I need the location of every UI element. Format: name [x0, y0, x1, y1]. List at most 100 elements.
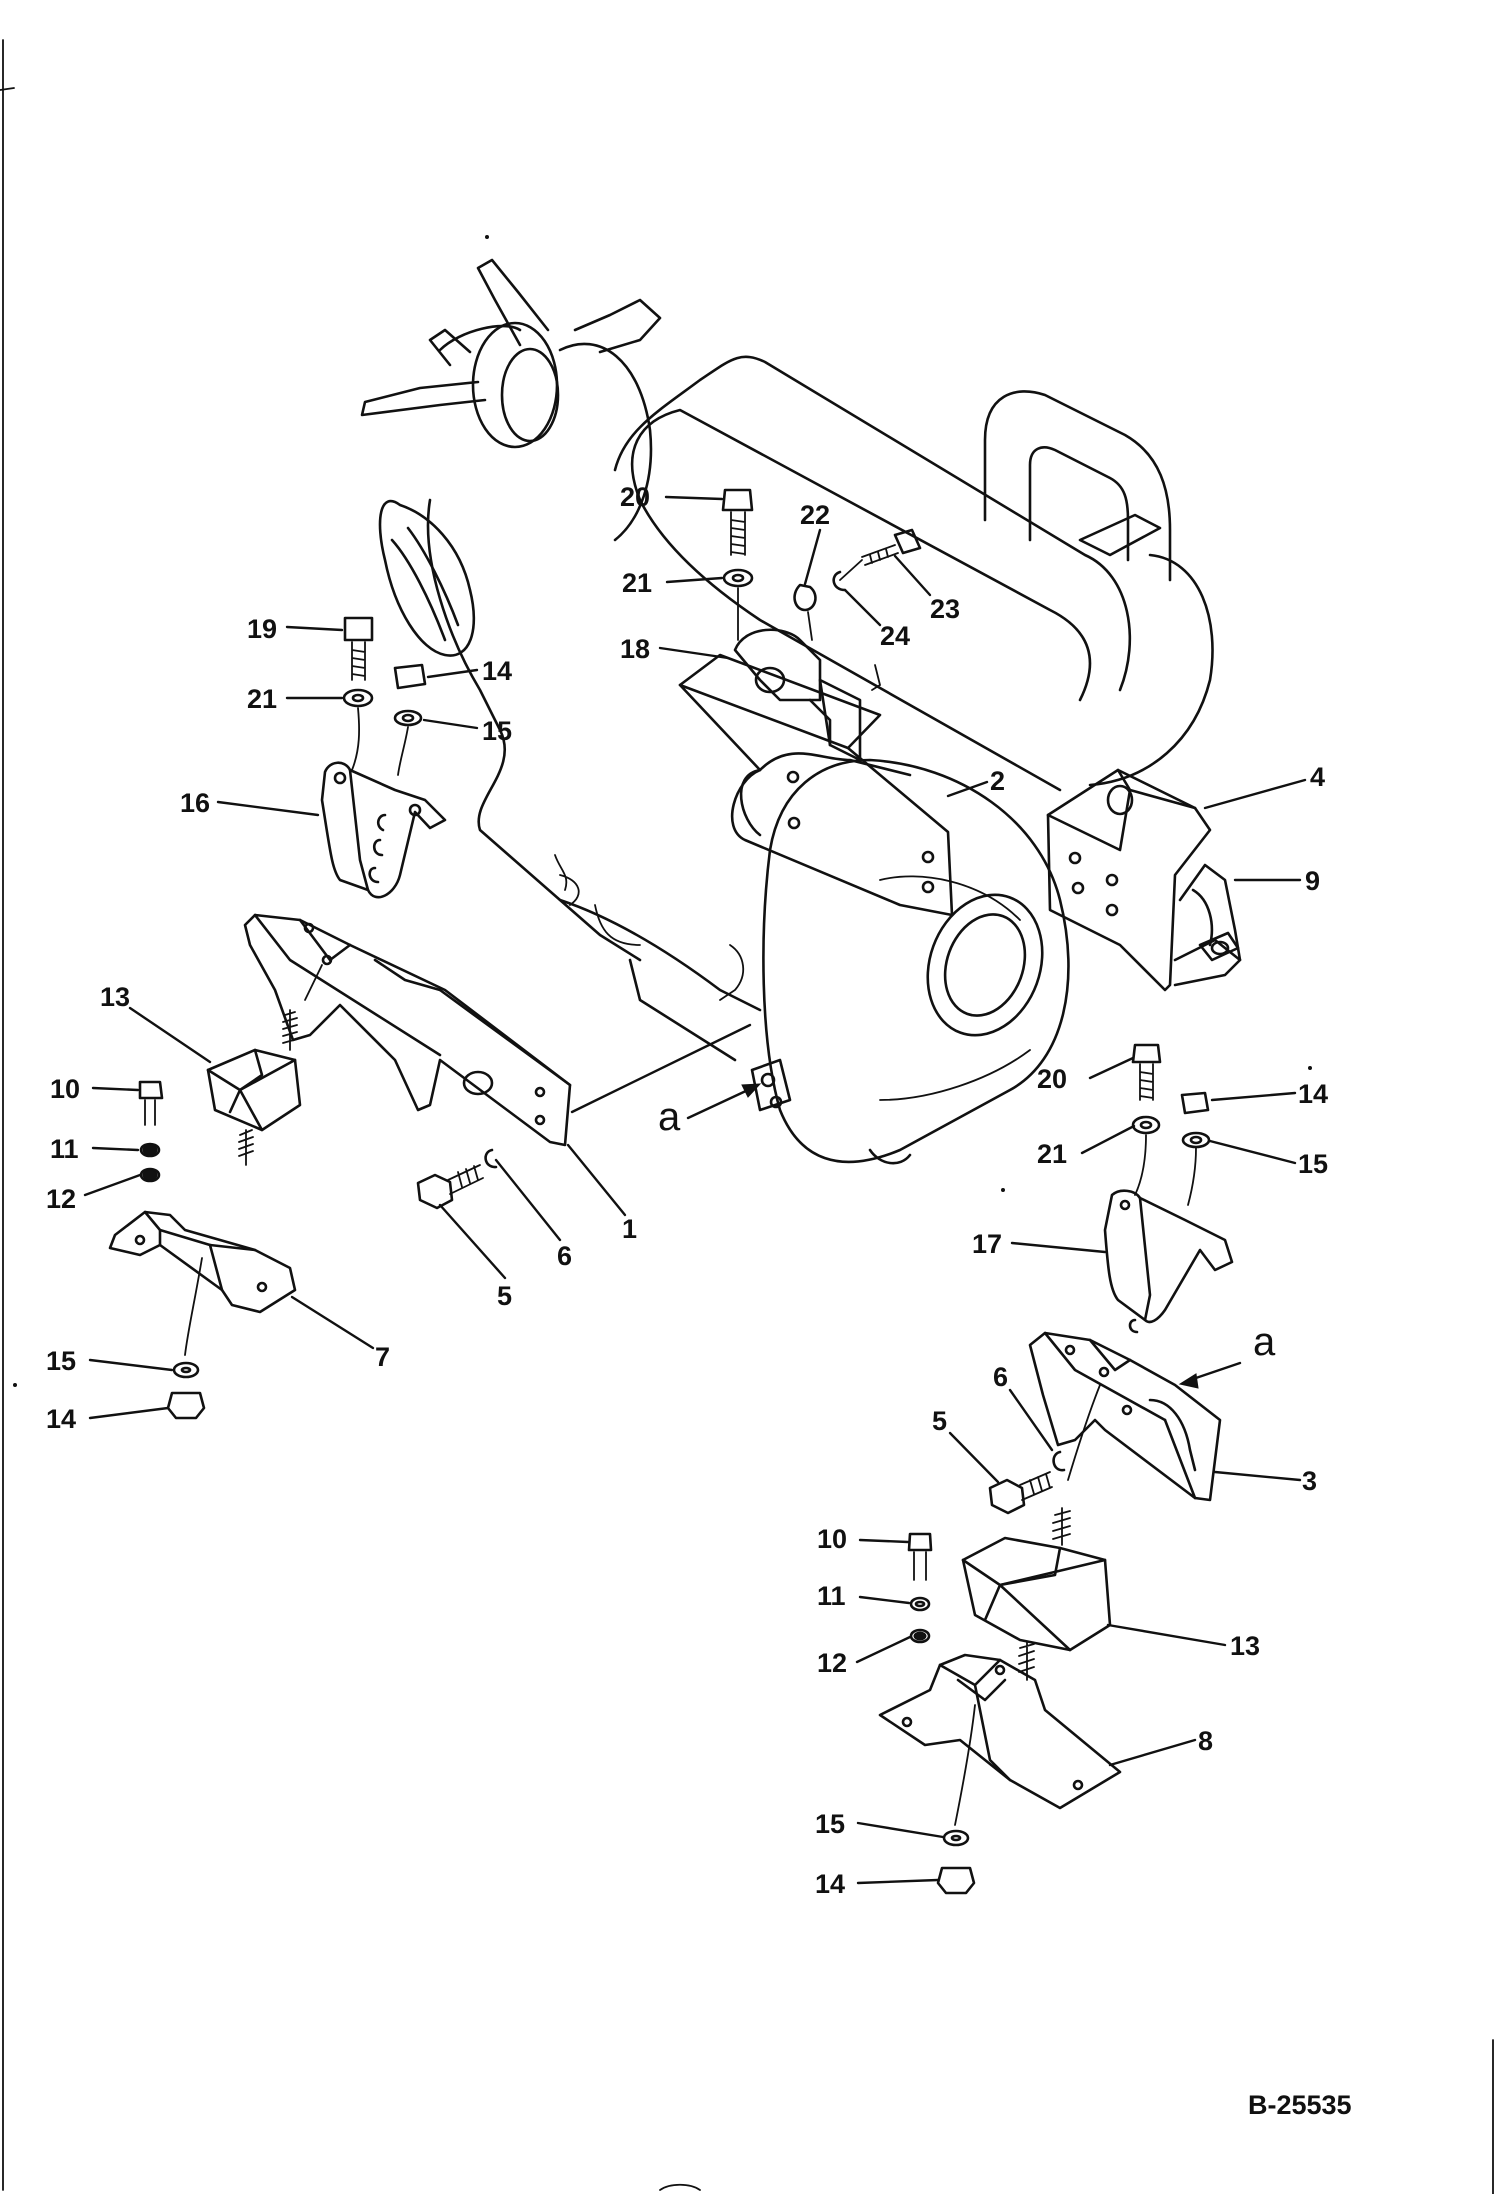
- leader-16: [216, 800, 320, 817]
- washer-12-left-fill: [142, 1169, 158, 1181]
- bracket-1: [243, 913, 572, 1147]
- leader-20a: [664, 495, 724, 501]
- bracket-2-hole-3: [921, 850, 935, 864]
- eye-bolt-22: [793, 583, 817, 612]
- frame-tick: [0, 87, 15, 91]
- clamp-18: [733, 628, 822, 702]
- leader-10a: [91, 1086, 140, 1092]
- nut-14-washer-15-left-bottom: [166, 1361, 206, 1420]
- callout-17: 17: [972, 1229, 1002, 1259]
- bracket-16: [320, 761, 447, 899]
- washer-21-upper-hole: [731, 573, 745, 583]
- rubber-mount-13-right-stud-top: [1052, 1507, 1071, 1546]
- callout-11a: 11: [50, 1134, 79, 1164]
- callout-10b: 10: [817, 1524, 847, 1554]
- bracket-2-hole-1: [786, 770, 800, 784]
- washer-21-right: [1131, 1115, 1161, 1135]
- callout-14a: 14: [482, 656, 512, 686]
- bracket-1-top-edge: [438, 988, 572, 1087]
- callout-5a: 5: [497, 1281, 512, 1311]
- callout-12b: 12: [817, 1648, 847, 1678]
- leader-14b: [1210, 1091, 1297, 1102]
- mount-9-rubber: [1191, 888, 1214, 947]
- bracket-7-sides: [158, 1228, 224, 1292]
- bolt-20-thread: [730, 511, 746, 556]
- bracket-16-edge: [348, 768, 370, 892]
- bracket-3-hole-2: [1098, 1366, 1110, 1378]
- leader-5b: [948, 1431, 1000, 1484]
- washer-11-left-fill: [142, 1144, 158, 1156]
- leader-13b: [1106, 1623, 1227, 1647]
- leader-lines: [83, 495, 1307, 1885]
- washer-24: [832, 570, 847, 592]
- hose-3: [719, 944, 744, 1001]
- bolt-19-thread: [351, 641, 366, 681]
- bracket-1-boss: [462, 1070, 494, 1096]
- callout-3: 3: [1302, 1466, 1317, 1496]
- rubber-mount-13-right-body: [961, 1536, 1112, 1652]
- engine-front-cover: [438, 324, 522, 352]
- nut-14-right-top: [1180, 1091, 1210, 1115]
- bracket-7-hole-1: [134, 1234, 146, 1246]
- bolts-22-23-24: [793, 528, 922, 691]
- callout-21b: 21: [247, 684, 277, 714]
- bracket-2-vertical-plate: [678, 683, 954, 917]
- bracket-4-and-mount-9: [1046, 768, 1242, 992]
- washer-21-right-hole: [1139, 1120, 1153, 1130]
- leader-7: [290, 1295, 375, 1350]
- engine-front-housing: [558, 342, 653, 542]
- nut-14-left-top: [393, 663, 427, 690]
- callout-9: 9: [1305, 866, 1320, 896]
- view-arrow-a1-line: [686, 1088, 750, 1120]
- bracket-4-hole-3: [1105, 873, 1119, 887]
- bracket-1-gusset-2: [373, 958, 442, 992]
- callout-22: 22: [800, 500, 830, 530]
- leader-2: [946, 780, 989, 798]
- callout-4: 4: [1310, 762, 1325, 792]
- bracket-16-hole-right: [408, 803, 422, 817]
- bolt-5-right-assembly: [988, 1450, 1066, 1515]
- bolt-19-assembly: [342, 616, 427, 776]
- nut-14-axis: [397, 726, 409, 776]
- page-number-partial: [659, 2183, 701, 2191]
- nut-14-right-bottom: [936, 1866, 976, 1895]
- bracket-17: [1103, 1189, 1234, 1334]
- bracket-1-hole-3: [534, 1086, 546, 1098]
- rubber-mount-13-right-center: [998, 1546, 1062, 1587]
- bracket-2-top-plate: [678, 653, 882, 750]
- mount-9-nut: [1210, 940, 1230, 956]
- bracket-1-fold: [253, 913, 442, 1057]
- valve-cover-lower: [638, 498, 1062, 792]
- bracket-1-hole-2: [321, 954, 333, 966]
- bracket-4-body: [1046, 768, 1212, 992]
- leader-24: [843, 588, 882, 627]
- washer-6-right: [1052, 1450, 1066, 1472]
- eye-bolt-22-shank: [807, 611, 813, 641]
- bolt-10-right-shank: [913, 1551, 927, 1581]
- bolt-20-right-head: [1131, 1043, 1162, 1064]
- bracket-17-edge: [1138, 1196, 1152, 1322]
- washer-15-left-bottom-hole: [180, 1366, 192, 1374]
- leader-19: [285, 625, 344, 632]
- leader-21a: [665, 576, 724, 584]
- bracket-17-hole: [1119, 1199, 1131, 1211]
- front-mount-ear-hole: [760, 1072, 776, 1088]
- bracket-7-body: [108, 1210, 297, 1314]
- bracket-1-axis: [304, 964, 323, 1001]
- rubber-mount-13-right-folds: [961, 1558, 1107, 1652]
- rubber-mount-13-right: [961, 1507, 1112, 1681]
- front-mount-ear-hole-2: [769, 1095, 783, 1109]
- leader-22: [803, 528, 822, 586]
- bolt-10-left-head: [138, 1080, 164, 1100]
- mount-9-body: [1173, 863, 1242, 987]
- bolt-19-head: [343, 616, 374, 642]
- bracket-1-hole-4: [534, 1114, 546, 1126]
- rubber-mount-13-left-stud-top: [282, 1009, 298, 1051]
- engine-left-side: [426, 498, 642, 962]
- rubber-mount-13-left: [206, 1009, 302, 1166]
- bracket-3-body: [1028, 1331, 1222, 1502]
- bolt-5-left-thread: [447, 1164, 484, 1195]
- bracket-4-boss: [1106, 784, 1134, 816]
- crankcase-line: [558, 898, 762, 1012]
- callout-20b: 20: [1037, 1064, 1067, 1094]
